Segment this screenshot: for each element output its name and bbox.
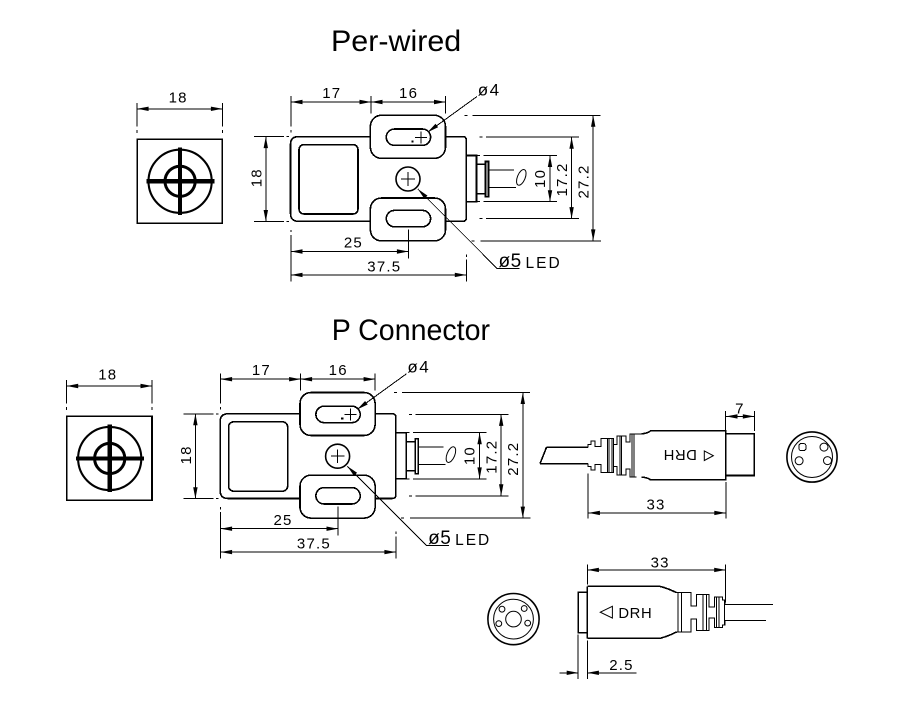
svg-text:33: 33: [646, 497, 665, 514]
svg-text:ø4: ø4: [478, 80, 501, 99]
svg-text:17: 17: [322, 85, 341, 102]
svg-text:10: 10: [462, 446, 479, 465]
svg-text:33: 33: [651, 555, 670, 572]
svg-text:ø5: ø5: [428, 528, 451, 549]
svg-text:7: 7: [735, 401, 745, 418]
svg-text:16: 16: [329, 362, 348, 379]
svg-text:LED: LED: [455, 532, 491, 549]
svg-text:37.5: 37.5: [367, 259, 401, 276]
svg-text:18: 18: [98, 367, 117, 384]
svg-text:17: 17: [252, 362, 271, 379]
svg-text:P Connector: P Connector: [332, 314, 490, 347]
svg-text:37.5: 37.5: [297, 536, 331, 553]
svg-text:ø5: ø5: [499, 251, 522, 272]
svg-text:LED: LED: [526, 255, 562, 272]
svg-text:27.2: 27.2: [576, 165, 593, 199]
svg-text:18: 18: [249, 168, 266, 187]
svg-text:25: 25: [273, 512, 292, 529]
svg-text:2.5: 2.5: [609, 657, 633, 674]
svg-text:18: 18: [178, 445, 195, 464]
svg-text:17.2: 17.2: [554, 163, 571, 197]
svg-text:16: 16: [399, 85, 418, 102]
svg-text:DRH: DRH: [618, 606, 652, 622]
svg-text:ø4: ø4: [407, 358, 430, 377]
svg-text:10: 10: [532, 169, 549, 188]
svg-text:25: 25: [344, 235, 363, 252]
svg-text:DRH: DRH: [663, 446, 697, 462]
svg-text:Per-wired: Per-wired: [331, 25, 461, 58]
svg-text:18: 18: [169, 89, 188, 106]
svg-text:27.2: 27.2: [505, 442, 522, 476]
svg-text:17.2: 17.2: [484, 440, 501, 474]
